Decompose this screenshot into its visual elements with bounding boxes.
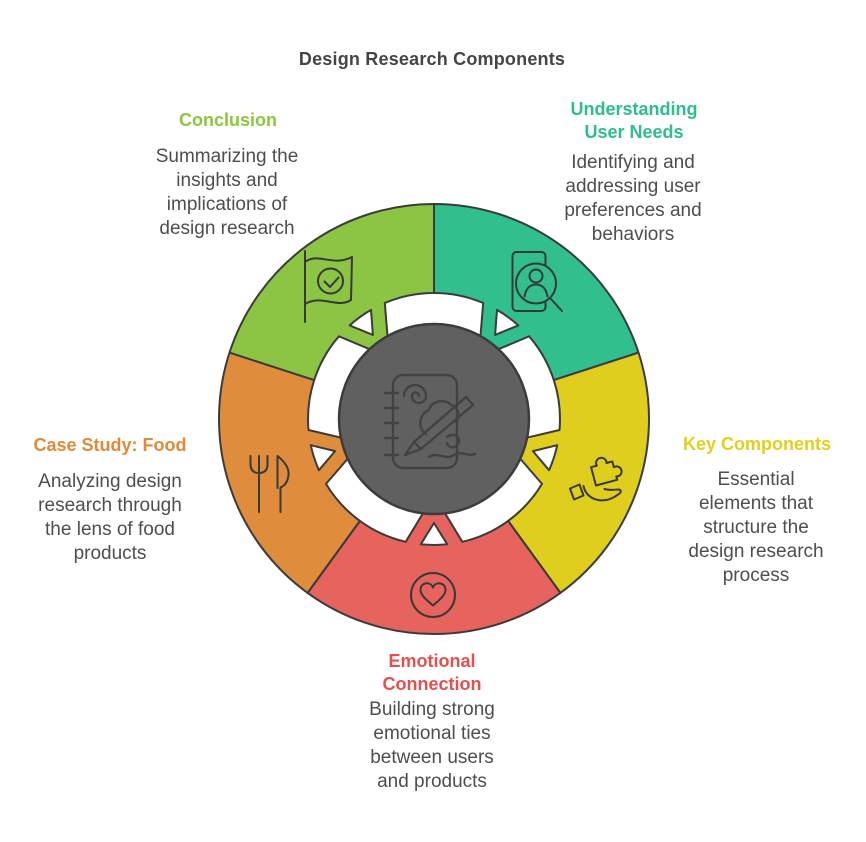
magnifier-handle <box>549 297 563 312</box>
segment-emotional-connection <box>306 494 562 635</box>
pencil-body <box>412 395 475 451</box>
notebook-binding-ticks <box>383 391 400 457</box>
puzzle-piece <box>590 456 623 487</box>
description-line: process <box>722 565 790 586</box>
user-search-icon <box>511 251 563 312</box>
description-line: emotional ties <box>373 723 491 744</box>
description-line: Essential <box>717 469 795 490</box>
person-head <box>528 268 544 284</box>
description-line: implications of <box>166 194 288 215</box>
description-line: elements that <box>698 493 814 514</box>
description-line: and products <box>377 771 487 792</box>
check-mark <box>323 276 340 288</box>
description-line: between users <box>370 747 494 768</box>
description-line: products <box>73 543 147 564</box>
heart-circle <box>410 572 456 618</box>
pencil-tip <box>403 440 423 457</box>
description-line: addressing user <box>565 176 701 197</box>
page-title: Design Research Components <box>298 49 566 69</box>
description-line: preferences and <box>564 200 702 221</box>
segment-description-case-study-food: Analyzing design research through the le… <box>38 470 182 566</box>
segment-conclusion <box>228 203 435 382</box>
segment-case-study-food <box>218 351 363 594</box>
heart-icon <box>410 572 456 618</box>
description-line: Building strong <box>369 699 495 720</box>
puzzle-hand-icon <box>569 456 623 502</box>
sketch-squiggle <box>427 451 477 459</box>
fork-knife-icon <box>249 455 290 513</box>
segment-description-conclusion: Summarizing the insights and implication… <box>156 145 299 241</box>
heart-shape <box>419 582 447 607</box>
thumb-curl <box>445 433 461 449</box>
segment-key-components <box>505 351 650 594</box>
segment-label-case-study-food: Case Study: Food <box>33 435 187 455</box>
segment-label-understanding-user-needs: Understanding User Needs <box>570 99 698 142</box>
segment-label-key-components: Key Components <box>682 434 832 454</box>
hand-cuff <box>569 483 585 501</box>
check-circle <box>317 267 344 295</box>
flag-banner <box>304 256 353 305</box>
segment-label-conclusion: Conclusion <box>179 110 277 130</box>
description-line: Summarizing the <box>155 146 299 167</box>
description-line: structure the <box>703 517 809 538</box>
knife-shape <box>276 455 290 513</box>
flag-check-icon <box>304 250 353 323</box>
spiral-doodle <box>402 383 428 405</box>
segment-description-emotional-connection: Building strong emotional ties between u… <box>369 698 495 794</box>
center-circle <box>337 322 531 516</box>
segment-label-emotional-connection: Emotional Connection <box>382 651 482 694</box>
person-shoulders <box>523 283 549 298</box>
hand-fist <box>419 399 460 436</box>
fork-shape <box>249 455 269 513</box>
segment-description-understanding-user-needs: Identifying and addressing user preferen… <box>564 151 701 247</box>
hand-palm <box>582 485 622 502</box>
sketch-notebook-pencil-icon <box>383 373 477 470</box>
description-line: Analyzing design <box>38 471 182 492</box>
description-line: design research <box>159 218 295 239</box>
segment-description-key-components: Essential elements that structure the de… <box>688 468 823 588</box>
description-line: research through <box>38 495 182 516</box>
description-line: design research <box>688 541 824 562</box>
description-line: the lens of food <box>45 519 175 540</box>
description-line: behaviors <box>591 224 675 245</box>
description-line: Identifying and <box>571 152 695 173</box>
description-line: insights and <box>176 170 278 191</box>
